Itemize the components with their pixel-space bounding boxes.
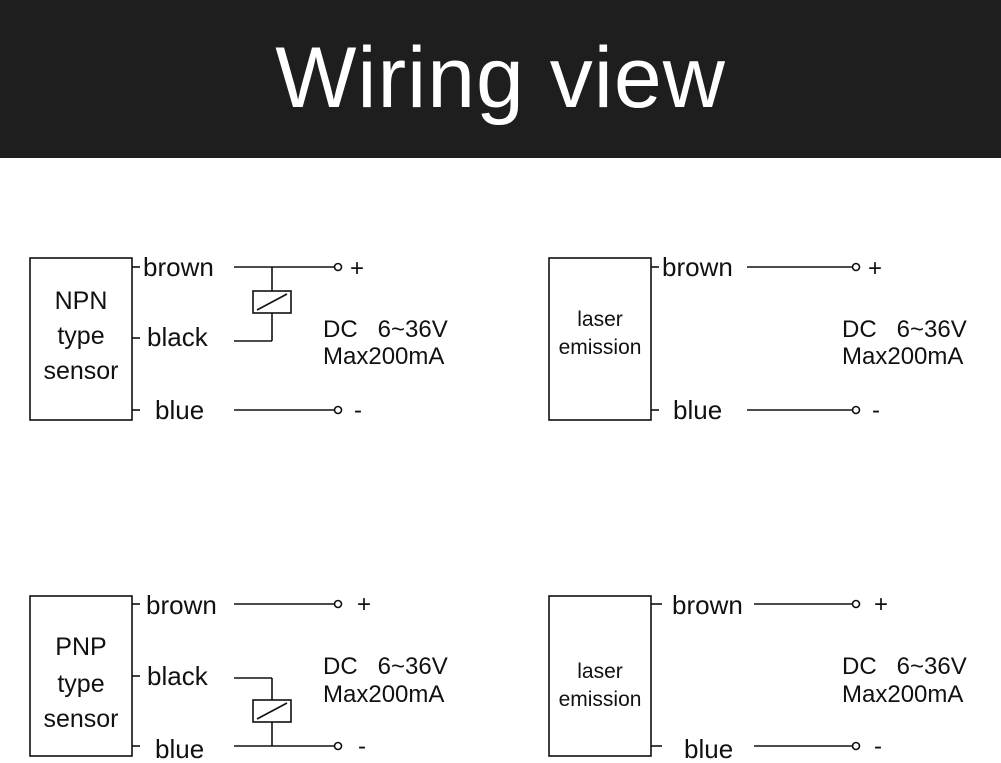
npn-box-line-1: NPN	[55, 287, 108, 315]
laser-bottom-positive-terminal	[851, 599, 861, 609]
npn-box-line-3: sensor	[43, 357, 118, 385]
laser-box-bottom	[548, 595, 652, 757]
laser-bottom-spec-current: Max200mA	[842, 681, 963, 708]
pnp-wire-label-brown: brown	[146, 590, 217, 620]
laser-top-spec-voltage: DC 6~36V	[842, 316, 967, 343]
pnp-box-line-3: sensor	[43, 705, 118, 733]
pnp-box-line-2: type	[57, 670, 104, 698]
laser-bottom-negative-sign: -	[874, 733, 882, 760]
laser-bottom-wire-label-brown: brown	[672, 590, 743, 620]
npn-wiring-diagram: NPN type sensor brown black blue + - DC …	[29, 252, 448, 425]
laser-top-positive-terminal	[851, 262, 861, 272]
pnp-positive-sign: +	[357, 591, 371, 618]
laser-bottom-positive-sign: +	[874, 591, 888, 618]
laser-top-wire-label-brown: brown	[662, 252, 733, 282]
npn-wire-label-blue: blue	[155, 395, 204, 425]
npn-negative-terminal	[333, 405, 343, 415]
laser-top-positive-sign: +	[868, 255, 882, 282]
laser-wiring-diagram-bottom: laser emission brown blue + - DC 6~36V M…	[548, 590, 967, 763]
header-banner: Wiring view	[0, 0, 1001, 158]
laser-bottom-wire-label-blue: blue	[684, 734, 733, 763]
npn-positive-sign: +	[350, 255, 364, 282]
npn-wire-label-brown: brown	[143, 252, 214, 282]
pnp-wire-label-black: black	[147, 661, 209, 691]
pnp-spec-voltage: DC 6~36V	[323, 653, 448, 680]
npn-wire-label-black: black	[147, 322, 209, 352]
pnp-negative-terminal	[333, 741, 343, 751]
laser-bottom-negative-terminal	[851, 741, 861, 751]
npn-positive-terminal	[333, 262, 343, 272]
npn-relay-diagonal	[256, 293, 288, 311]
npn-spec-voltage: DC 6~36V	[323, 316, 448, 343]
pnp-box-line-1: PNP	[55, 633, 106, 661]
laser-top-negative-terminal	[851, 405, 861, 415]
laser-top-spec-current: Max200mA	[842, 343, 963, 370]
laser-box-top	[548, 257, 652, 421]
pnp-wiring-diagram: PNP type sensor brown black blue + - DC …	[29, 590, 448, 763]
page-title: Wiring view	[275, 30, 726, 126]
laser-top-negative-sign: -	[872, 397, 880, 424]
npn-spec-current: Max200mA	[323, 343, 444, 370]
npn-sensor-box	[29, 257, 133, 421]
laser-bottom-box-line-2: emission	[559, 688, 642, 711]
pnp-wire-label-blue: blue	[155, 734, 204, 763]
laser-wiring-diagram-top: laser emission brown blue + - DC 6~36V M…	[548, 252, 967, 425]
laser-top-wire-label-blue: blue	[673, 395, 722, 425]
laser-bottom-spec-voltage: DC 6~36V	[842, 653, 967, 680]
laser-top-box-line-2: emission	[559, 336, 642, 359]
pnp-positive-terminal	[333, 599, 343, 609]
laser-top-box-line-1: laser	[577, 308, 623, 331]
laser-bottom-box-line-1: laser	[577, 660, 623, 683]
npn-negative-sign: -	[354, 397, 362, 424]
pnp-spec-current: Max200mA	[323, 681, 444, 708]
pnp-relay-diagonal	[256, 702, 288, 720]
pnp-negative-sign: -	[358, 733, 366, 760]
npn-box-line-2: type	[57, 322, 104, 350]
